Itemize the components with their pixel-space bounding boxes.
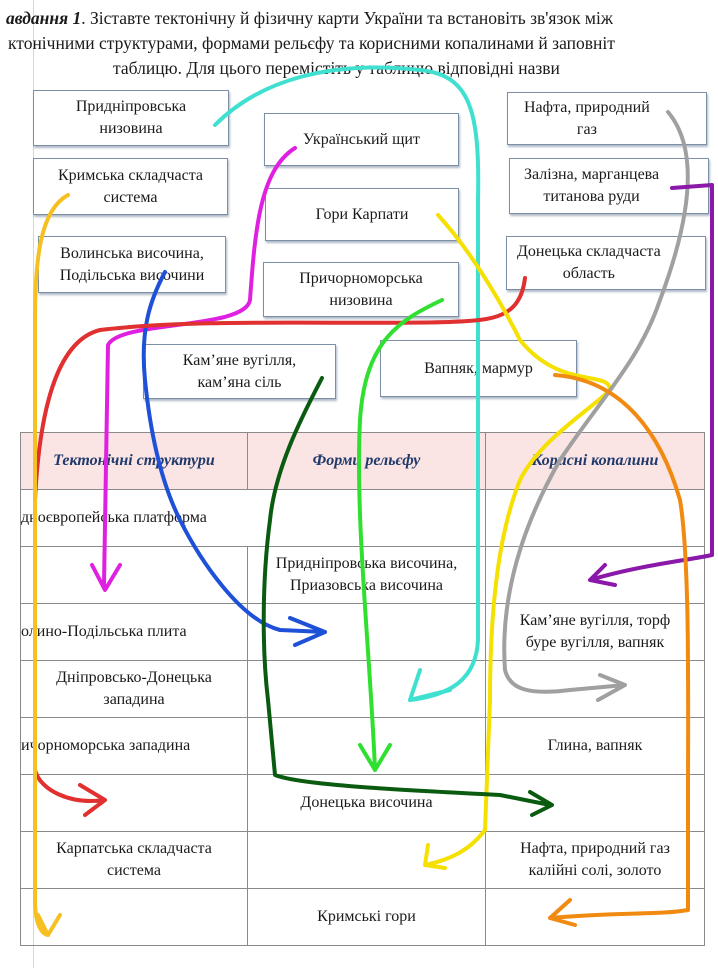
card-label: Причорноморська: [299, 269, 423, 287]
task-line-3: таблицю. Для цього перемістіть у таблицю…: [113, 58, 560, 78]
card-prydniprovska-nyzovyna[interactable]: Придніпровська низовина: [33, 90, 229, 146]
cell-relief[interactable]: [247, 603, 486, 661]
cell-minerals[interactable]: Глина, вапняк: [485, 717, 705, 775]
card-hory-karpaty[interactable]: Гори Карпати: [265, 188, 459, 241]
card-vapniak-marmur[interactable]: Вапняк, мармур: [380, 340, 577, 397]
card-label: Кримська складчаста: [57, 166, 204, 184]
cell-tectonic[interactable]: олино-Подільська плита: [20, 603, 248, 661]
card-nafta-haz[interactable]: Нафта, природний газ: [507, 92, 707, 145]
cell-minerals[interactable]: [485, 888, 705, 946]
cell-relief[interactable]: [247, 660, 486, 718]
card-prychornomorska-nyzovyna[interactable]: Причорноморська низовина: [263, 262, 459, 317]
table-row: Донецька височина: [20, 774, 705, 832]
card-label: Залізна, марганцева: [524, 166, 660, 183]
card-rudy[interactable]: Залізна, марганцева титанова руди: [509, 158, 709, 214]
cell-minerals[interactable]: Нафта, природний газ калійні солі, золот…: [485, 831, 705, 889]
matching-table: Тектонічні структури Форми рельєфу Корис…: [20, 432, 705, 946]
card-label: Кам’яне вугілля,: [182, 351, 297, 369]
card-label: титанова руди: [543, 188, 640, 205]
cell-tectonic[interactable]: [20, 774, 248, 832]
cell-minerals[interactable]: Кам’яне вугілля, торф буре вугілля, вапн…: [485, 603, 705, 661]
card-ukrainskyi-shchyt[interactable]: Український щит: [264, 113, 459, 166]
card-label: Український щит: [303, 130, 420, 148]
cell-relief[interactable]: [247, 717, 486, 775]
cell-tectonic[interactable]: ичорноморська западина: [20, 717, 248, 775]
card-volynska-podilska[interactable]: Волинська височина, Подільська височини: [38, 236, 226, 293]
card-label: Волинська височина,: [60, 244, 204, 262]
cell-relief[interactable]: [247, 831, 486, 889]
cell-relief[interactable]: Придніпровська височина, Приазовська вис…: [247, 546, 486, 604]
card-label: Кримська складчаста система: [58, 165, 203, 209]
cell-tectonic[interactable]: [20, 888, 248, 946]
card-label: Придніпровська низовина: [76, 96, 186, 140]
task-line-1: . Зіставте тектонічну й фізичну карти Ук…: [81, 8, 613, 28]
card-label: Нафта, природний: [524, 98, 650, 116]
card-kamiane-vuhillia-sil[interactable]: Кам’яне вугілля, кам’яна сіль: [143, 344, 336, 399]
table-row: Кримські гори: [20, 888, 705, 946]
card-label: система: [103, 188, 158, 206]
table-row: Придніпровська височина, Приазовська вис…: [20, 546, 705, 604]
cell-minerals[interactable]: [485, 660, 705, 718]
card-label: Гори Карпати: [315, 205, 409, 223]
card-label: кам’яна сіль: [197, 373, 282, 391]
card-label: Причорноморська низовина: [299, 268, 423, 312]
table-row: олино-Подільська плита Кам’яне вугілля, т…: [20, 603, 705, 661]
card-label: Донецька складчаста: [517, 243, 661, 260]
table-row: Дніпровсько-Донецька западина: [20, 660, 705, 718]
card-label: Нафта, природний газ: [524, 97, 650, 141]
task-label: авдання 1: [6, 8, 82, 28]
cell-relief[interactable]: Донецька височина: [247, 774, 486, 832]
cell-minerals[interactable]: [485, 774, 705, 832]
card-label: Кам’яне вугілля, кам’яна сіль: [183, 350, 296, 394]
card-label: Донецька складчаста область: [517, 241, 661, 285]
card-label: Залізна, марганцева титанова руди: [524, 164, 659, 208]
card-label: газ: [576, 120, 597, 138]
cell-relief[interactable]: Кримські гори: [247, 888, 486, 946]
table-row: ичорноморська западина Глина, вапняк: [20, 717, 705, 775]
card-label: низовина: [329, 291, 393, 309]
cell-tectonic[interactable]: Карпатська складчаста система: [20, 831, 248, 889]
cell-tectonic[interactable]: [20, 546, 248, 604]
card-label: Вапняк, мармур: [424, 359, 533, 377]
cell-tectonic[interactable]: Дніпровсько-Донецька западина: [20, 660, 248, 718]
card-label: Придніпровська: [75, 98, 187, 115]
task-line-2: ктонічними структурами, формами рельєфу …: [8, 33, 615, 53]
card-krymska-systema[interactable]: Кримська складчаста система: [33, 158, 228, 215]
header-relief: Форми рельєфу: [247, 432, 486, 490]
card-donetska-oblast[interactable]: Донецька складчаста область: [506, 236, 706, 290]
card-label: Подільська височини: [59, 266, 205, 284]
cell-minerals[interactable]: [485, 546, 705, 604]
table-row: Карпатська складчаста система Нафта, прир…: [20, 831, 705, 889]
table-header-row: Тектонічні структури Форми рельєфу Корис…: [20, 432, 705, 490]
table-row: дноєвропейська платформа: [20, 489, 705, 547]
card-label: область: [562, 265, 615, 282]
header-tectonic: Тектонічні структури: [20, 432, 248, 490]
header-minerals: Корисні копалини: [485, 432, 705, 490]
card-label: Волинська височина, Подільська височини: [60, 243, 205, 287]
card-label: низовина: [99, 120, 163, 137]
cell-minerals[interactable]: [485, 489, 705, 547]
cell-tectonic[interactable]: дноєвропейська платформа: [20, 489, 486, 547]
